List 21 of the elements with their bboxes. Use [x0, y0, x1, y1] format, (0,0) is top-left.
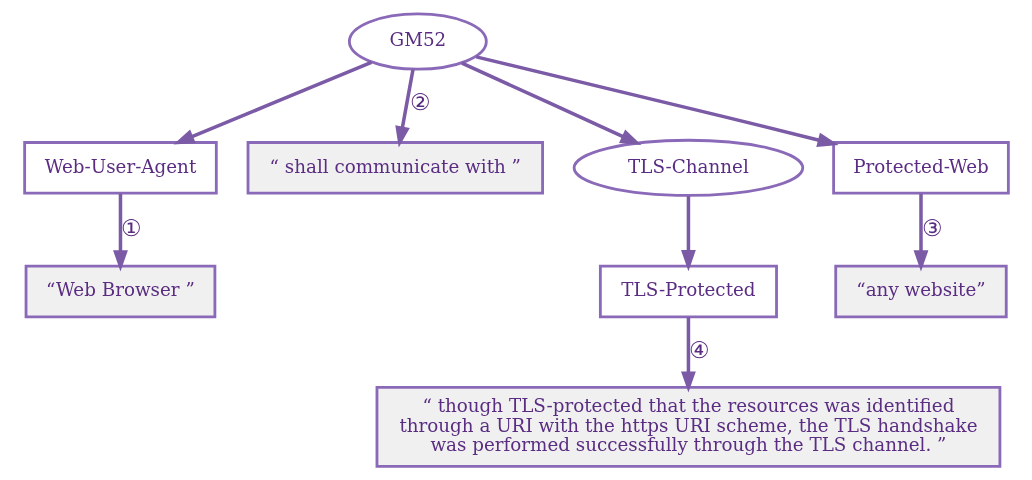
edge-label: ③: [921, 215, 943, 242]
node-ellipse: TLS-Channel: [572, 138, 804, 197]
node-box: “ though TLS-protected that the resources was identified through a URI with the https URI scheme, the TLS handshake was performed successfully through the TLS channel. ”: [375, 386, 1001, 468]
node-box: “ shall communicate with ”: [246, 141, 544, 195]
arrow: [475, 55, 839, 148]
arrow: [172, 60, 372, 145]
edge-label: ④: [688, 336, 710, 363]
arrow: [680, 317, 696, 393]
node-box: Web-User-Agent: [22, 141, 218, 195]
node-ellipse: GM52: [347, 12, 488, 71]
node-box: Protected-Web: [831, 141, 1010, 195]
arrow: [460, 61, 641, 145]
arrow: [913, 193, 928, 272]
edge-label: ①: [120, 215, 142, 242]
arrow: [394, 69, 415, 148]
arrow: [680, 196, 696, 272]
arrow: [112, 193, 128, 272]
node-box: “any website”: [833, 264, 1008, 319]
edge-label: ②: [409, 89, 431, 116]
node-box: TLS-Protected: [598, 264, 778, 319]
node-box: “Web Browser ”: [24, 264, 216, 319]
